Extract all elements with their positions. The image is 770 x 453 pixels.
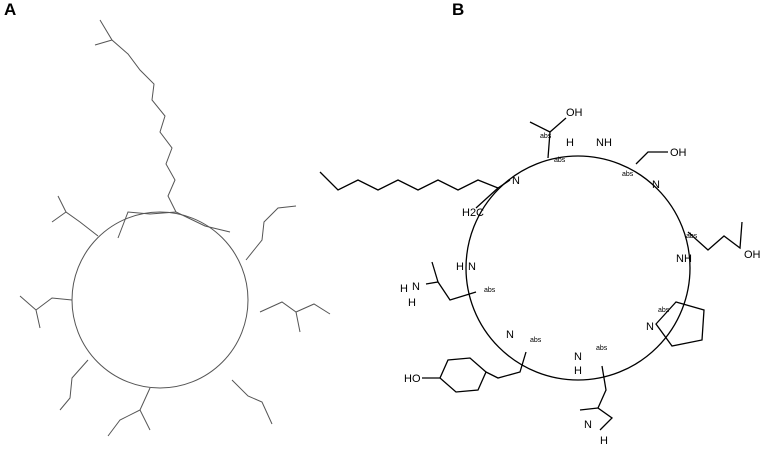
atom-h-bottom: H [600, 435, 608, 447]
stereo-tag: abs [484, 287, 496, 294]
atom-nh-1: NH [596, 137, 612, 149]
structure-a-upper-left-leucine [57, 195, 99, 237]
atom-n-1: N [512, 175, 520, 187]
atom-oh-top: OH [566, 107, 583, 119]
structure-a-ester-link [117, 211, 177, 239]
structure-b-ser-chain [635, 151, 668, 165]
panel-label-b: B [452, 0, 465, 19]
structure-b-asn-left [425, 281, 477, 301]
atom-n-4: N [574, 351, 582, 363]
stereo-tag: abs [658, 307, 670, 314]
atom-oh-glu: OH [744, 249, 761, 261]
structure-b-ring [465, 155, 691, 381]
structure-a-acid-bottom-left [59, 359, 89, 411]
stereo-tag: abs [686, 233, 698, 240]
panel-label-a: A [4, 0, 17, 19]
structure-b-tyr-linker [485, 351, 527, 379]
structure-b-proline-ring [655, 301, 705, 347]
structure-a-left-leucine-branch [35, 309, 41, 329]
atom-oh-serine: OH [670, 147, 687, 159]
atom-h2c: H2C [462, 207, 484, 219]
atom-h-n5: H [408, 297, 416, 309]
atom-ho-tyr: HO [404, 373, 421, 385]
structure-b-glu-chain [687, 221, 743, 251]
structure-b-asn-left-carbonyl [431, 261, 439, 283]
structure-a-acid-chain [245, 205, 297, 261]
structure-a-right-leucine [259, 301, 331, 315]
structure-b-tyr-ring [439, 357, 487, 393]
structure-a-lipid-chain [99, 19, 177, 213]
stereo-tag: abs [530, 337, 542, 344]
atom-n-bottom: N [584, 419, 592, 431]
atom-h-n4: H [574, 365, 582, 377]
structure-b-alkyl-chain [319, 171, 499, 191]
atom-n-amide-left: N [412, 281, 420, 293]
structure-a-ring-bond-1 [175, 211, 231, 233]
atom-h-top: H [566, 137, 574, 149]
atom-n-5: N [506, 329, 514, 341]
structure-b-thr-methyl [529, 121, 551, 133]
stereo-tag: abs [540, 133, 552, 140]
structure-a [19, 19, 331, 437]
structure-a-bottom-valine-branch [139, 409, 151, 431]
structure-b: OH OH OH HO H H2C N H NH N N H NH N N N … [319, 107, 761, 447]
structure-b-asn-bottom-carbonyl [579, 407, 599, 411]
atom-h-amide-left: H [400, 283, 408, 295]
structure-a-bottom-valine [107, 387, 151, 437]
atom-n-2: N [652, 179, 660, 191]
structure-b-nh-bond [497, 179, 511, 189]
stereo-tag: abs [622, 171, 634, 178]
stereo-tag: abs [554, 157, 566, 164]
structure-a-ring [71, 211, 249, 389]
structure-b-ch2-bond [475, 187, 499, 209]
atom-n-3: N [468, 261, 476, 273]
structure-a-left-leucine [19, 295, 73, 311]
structure-a-upper-left-branch [51, 211, 67, 223]
structure-a-chain-branch [94, 39, 113, 46]
atom-nh-right: NH [676, 253, 692, 265]
atom-n-pro: N [646, 321, 654, 333]
structure-a-right-leucine-branch [295, 311, 301, 333]
structure-a-bottom-right-leucine [231, 379, 273, 425]
atom-h-n2: H [456, 261, 464, 273]
stereo-tag: abs [596, 345, 608, 352]
